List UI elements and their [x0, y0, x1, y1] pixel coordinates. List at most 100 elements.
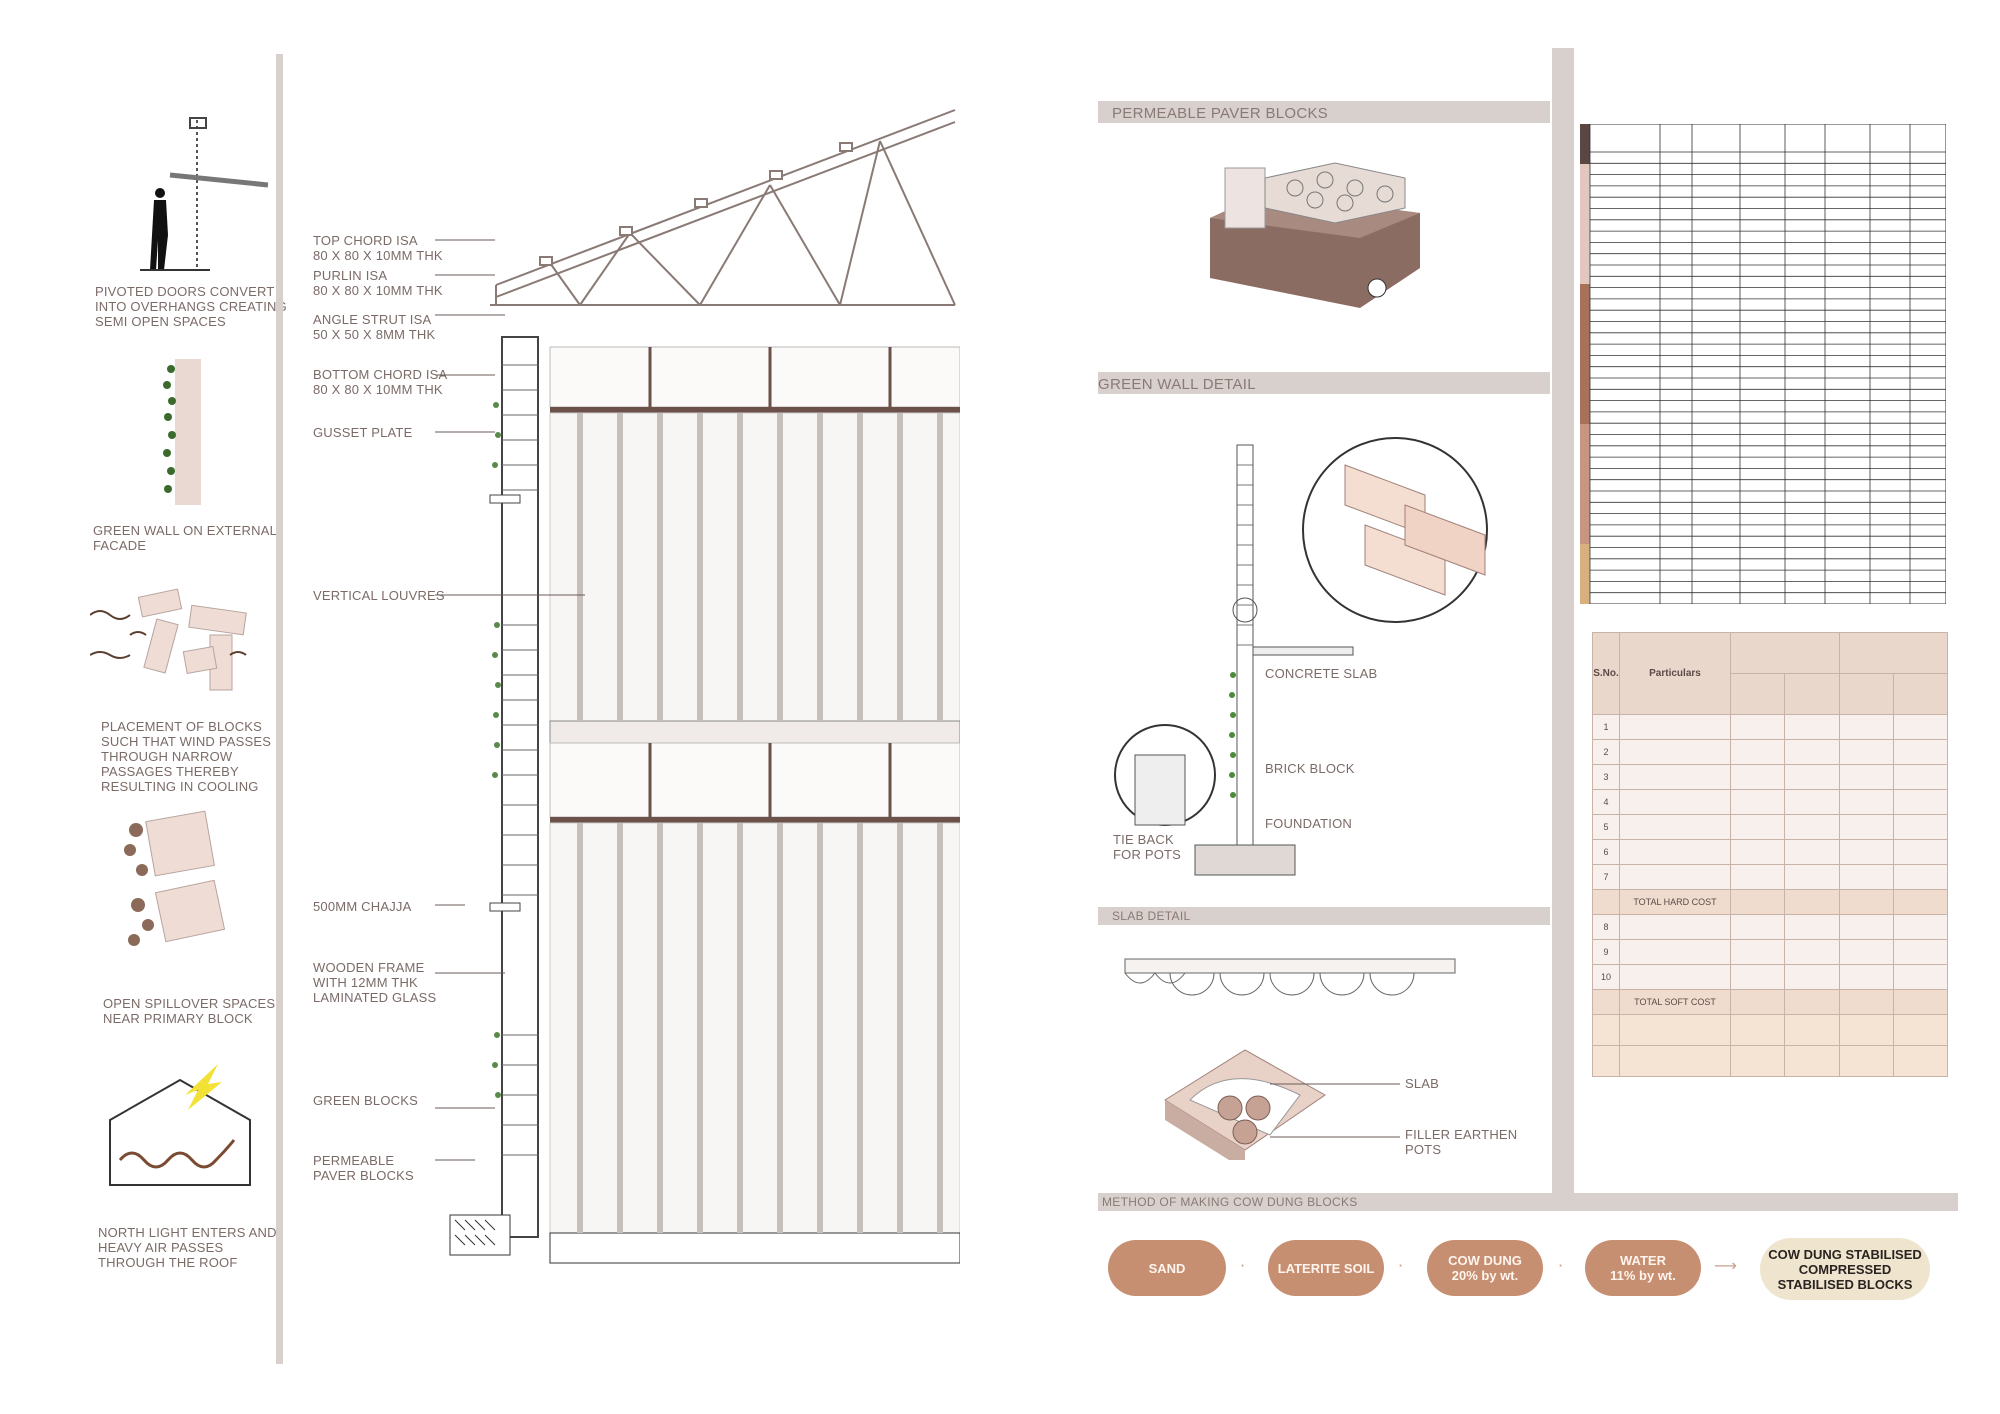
value-cell: [1892, 1014, 1949, 1046]
baseline-amount-header: [1729, 673, 1786, 715]
value-cell: [1838, 939, 1894, 965]
value-cell: [1592, 1045, 1620, 1077]
block-placement-strategy-label: PLACEMENT OF BLOCKS SUCH THAT WIND PASSE…: [101, 719, 272, 794]
value-cell: [1838, 814, 1894, 840]
row-number-cell: 10: [1592, 964, 1620, 990]
value-cell: [1729, 964, 1786, 990]
cost-table-row: 9: [1592, 939, 1949, 965]
arrow-icon: ⟶: [1714, 1256, 1737, 1275]
value-cell: [1784, 839, 1840, 865]
cost-table-total-row: [1592, 1045, 1949, 1077]
filler-pots-label: FILLER EARTHEN POTS: [1405, 1127, 1518, 1157]
value-cell: [1784, 889, 1840, 915]
purlin-label: PURLIN ISA 80 X 80 X 10MM THK: [313, 268, 443, 298]
paver-title-bar: [1098, 101, 1550, 123]
value-cell: [1592, 1014, 1620, 1046]
value-cell: [1729, 1014, 1786, 1046]
value-cell: [1729, 989, 1786, 1015]
row-number-cell: 7: [1592, 864, 1620, 890]
cow-dung-step: COW DUNG 20% by wt.: [1427, 1240, 1543, 1296]
cow-dung-title-bar: [1098, 1193, 1958, 1211]
value-cell: [1838, 714, 1894, 740]
wooden-frame-label: WOODEN FRAME WITH 12MM THK LAMINATED GLA…: [313, 960, 437, 1005]
cost-table-row: 3: [1592, 764, 1949, 790]
value-cell: [1892, 789, 1949, 815]
proposed-amount-header: [1838, 673, 1894, 715]
value-cell: [1729, 939, 1786, 965]
vertical-louvres-label: VERTICAL LOUVRES: [313, 588, 445, 603]
cost-table-total-row: [1592, 1014, 1949, 1046]
wall-section-drawing: [449, 109, 960, 1264]
value-cell: [1729, 764, 1786, 790]
cost-table-row: 10: [1592, 964, 1949, 990]
value-cell: [1729, 739, 1786, 765]
value-cell: [1729, 889, 1786, 915]
value-cell: [1838, 889, 1894, 915]
row-number-cell: 3: [1592, 764, 1620, 790]
chajja-label: 500MM CHAJJA: [313, 899, 412, 914]
sno-header: S.No.: [1592, 632, 1620, 715]
row-number-cell: 2: [1592, 739, 1620, 765]
spillover-strategy-label: OPEN SPILLOVER SPACES NEAR PRIMARY BLOCK: [103, 996, 276, 1026]
value-cell: [1784, 939, 1840, 965]
particulars-cell: [1619, 939, 1731, 965]
value-cell: [1892, 839, 1949, 865]
cow-dung-section-title: METHOD OF MAKING COW DUNG BLOCKS: [1102, 1195, 1358, 1209]
value-cell: [1838, 1014, 1894, 1046]
particulars-cell: [1619, 914, 1731, 940]
particulars-cell: [1619, 739, 1731, 765]
particulars-cell: TOTAL SOFT COST: [1619, 989, 1731, 1015]
value-cell: [1729, 814, 1786, 840]
particulars-cell: [1619, 789, 1731, 815]
brick-block-label: BRICK BLOCK: [1265, 761, 1355, 776]
green-wall-strategy-label: GREEN WALL ON EXTERNAL FACADE: [93, 523, 278, 553]
right-divider: [1552, 48, 1574, 1198]
water-step: WATER 11% by wt.: [1585, 1240, 1701, 1296]
spillover-space-icon: [124, 810, 226, 946]
north-light-strategy-label: NORTH LIGHT ENTERS AND HEAVY AIR PASSES …: [98, 1225, 277, 1270]
row-number-cell: [1592, 989, 1620, 1015]
value-cell: [1892, 1045, 1949, 1077]
pivot-strategy-label: PIVOTED DOORS CONVERT INTO OVERHANGS CRE…: [95, 284, 287, 329]
value-cell: [1892, 764, 1949, 790]
value-cell: [1784, 789, 1840, 815]
value-cell: [1784, 1045, 1840, 1077]
value-cell: [1838, 1045, 1894, 1077]
row-number-cell: 8: [1592, 914, 1620, 940]
paver-block-drawing: [1210, 162, 1420, 308]
gusset-plate-label: GUSSET PLATE: [313, 425, 413, 440]
value-cell: [1892, 739, 1949, 765]
left-divider: [276, 54, 283, 1364]
value-cell: [1838, 989, 1894, 1015]
value-cell: [1892, 814, 1949, 840]
value-cell: [1784, 864, 1840, 890]
green-wall-section-title: GREEN WALL DETAIL: [1098, 376, 1256, 393]
area-statement-table: [1580, 124, 1946, 604]
slab-leader-lines: [1270, 1083, 1400, 1138]
value-cell: [1892, 864, 1949, 890]
value-cell: [1838, 789, 1894, 815]
cost-table-row: TOTAL HARD COST: [1592, 889, 1949, 915]
value-cell: [1892, 964, 1949, 990]
green-block-plants: [492, 402, 501, 1098]
permeable-paver-label: PERMEABLE PAVER BLOCKS: [313, 1153, 414, 1183]
slab-title-bar: [1098, 907, 1550, 925]
row-number-cell: 1: [1592, 714, 1620, 740]
particulars-header: Particulars: [1619, 632, 1731, 715]
value-cell: [1838, 839, 1894, 865]
filler-slab-drawing: [1164, 1049, 1326, 1160]
arrow-icon: ·: [1398, 1256, 1404, 1275]
value-cell: [1784, 739, 1840, 765]
slab-section-title: SLAB DETAIL: [1112, 909, 1191, 923]
value-cell: [1838, 739, 1894, 765]
value-cell: [1892, 939, 1949, 965]
proposed-estimate-header: [1838, 632, 1948, 674]
value-cell: [1729, 839, 1786, 865]
row-number-cell: 4: [1592, 789, 1620, 815]
foundation-label: FOUNDATION: [1265, 816, 1352, 831]
cost-table-row: 8: [1592, 914, 1949, 940]
brick-column: [489, 336, 539, 1238]
slab-label: SLAB: [1405, 1076, 1440, 1091]
row-number-cell: [1592, 889, 1620, 915]
cost-table-row: 4: [1592, 789, 1949, 815]
